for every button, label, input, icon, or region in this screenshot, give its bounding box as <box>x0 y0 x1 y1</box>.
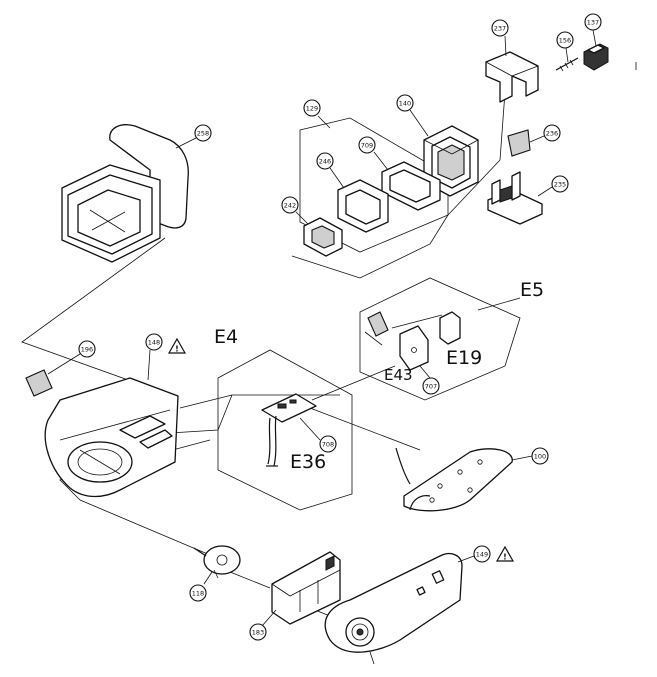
callout-235: 235 <box>537 175 569 197</box>
svg-text:!: ! <box>175 345 179 354</box>
label-e43: E43 <box>384 366 413 384</box>
label-e19: E19 <box>446 347 482 369</box>
callout-118: 118 <box>189 571 213 602</box>
warning-icon-149: ! <box>495 545 515 562</box>
callout-196: 196 <box>47 340 96 375</box>
callout-237-text: 237 <box>494 25 506 33</box>
callout-258-text: 258 <box>197 130 209 138</box>
callout-149-text: 149 <box>476 551 488 559</box>
callout-129-text: 129 <box>306 105 318 113</box>
callout-236: 236 <box>529 124 561 143</box>
part-246 <box>337 179 389 233</box>
callout-246: 246 <box>316 152 345 189</box>
callout-100: 100 <box>511 447 549 465</box>
callout-235-text: 235 <box>554 181 566 189</box>
part-156-screw <box>555 57 579 72</box>
label-e36: E36 <box>290 451 326 473</box>
part-183-chassis <box>271 551 341 625</box>
part-242 <box>303 217 343 257</box>
callout-129: 129 <box>303 99 331 129</box>
callout-707-text: 707 <box>425 383 437 391</box>
component-e19 <box>439 311 461 345</box>
label-e5: E5 <box>520 279 544 301</box>
part-100-bottom-plate <box>395 447 513 512</box>
callout-196-text: 196 <box>81 346 93 354</box>
callout-140: 140 <box>396 94 429 137</box>
part-708-board <box>261 393 317 423</box>
callout-236-text: 236 <box>546 130 558 138</box>
group-box-e4 <box>217 349 353 511</box>
callout-137-text: 137 <box>587 19 599 27</box>
callout-237: 237 <box>491 19 509 57</box>
callout-100-text: 100 <box>534 453 546 461</box>
label-e4: E4 <box>214 326 238 348</box>
callout-708: 708 <box>299 417 337 453</box>
callout-140-text: 140 <box>399 100 411 108</box>
callout-156-text: 156 <box>559 37 571 45</box>
component-e43 <box>367 311 389 337</box>
warning-icon-148: ! <box>167 337 187 354</box>
callout-708-text: 708 <box>322 441 334 449</box>
callout-242: 242 <box>281 196 309 225</box>
callout-709-text: 709 <box>361 142 373 150</box>
callout-707: 707 <box>419 365 440 395</box>
callout-149: 149 <box>457 545 491 563</box>
part-236 <box>507 129 531 157</box>
component-e36-cable <box>266 415 278 467</box>
part-707-bracket <box>399 325 429 371</box>
part-140 <box>423 125 479 197</box>
callout-148: 148 <box>145 333 163 381</box>
callout-183: 183 <box>249 609 277 641</box>
part-149-rear-housing <box>324 552 463 665</box>
svg-text:!: ! <box>503 553 507 562</box>
part-118 <box>193 545 241 579</box>
part-148-front-housing <box>44 377 179 498</box>
part-235 <box>487 171 543 225</box>
group-box-e5 <box>359 277 521 401</box>
part-196-label <box>25 369 53 397</box>
part-709-upper <box>381 161 441 211</box>
callout-137: 137 <box>584 13 602 47</box>
callout-183-text: 183 <box>252 629 264 637</box>
callout-242-text: 242 <box>284 202 296 210</box>
callout-709-upper: 709 <box>358 136 389 171</box>
part-137 <box>583 43 609 71</box>
part-258-eyecup <box>61 124 189 263</box>
callout-156: 156 <box>556 31 574 63</box>
callout-246-text: 246 <box>319 158 331 166</box>
callout-148-text: 148 <box>148 339 160 347</box>
callout-258: 258 <box>175 124 212 149</box>
part-237 <box>485 51 539 103</box>
callout-118-text: 118 <box>192 590 204 598</box>
